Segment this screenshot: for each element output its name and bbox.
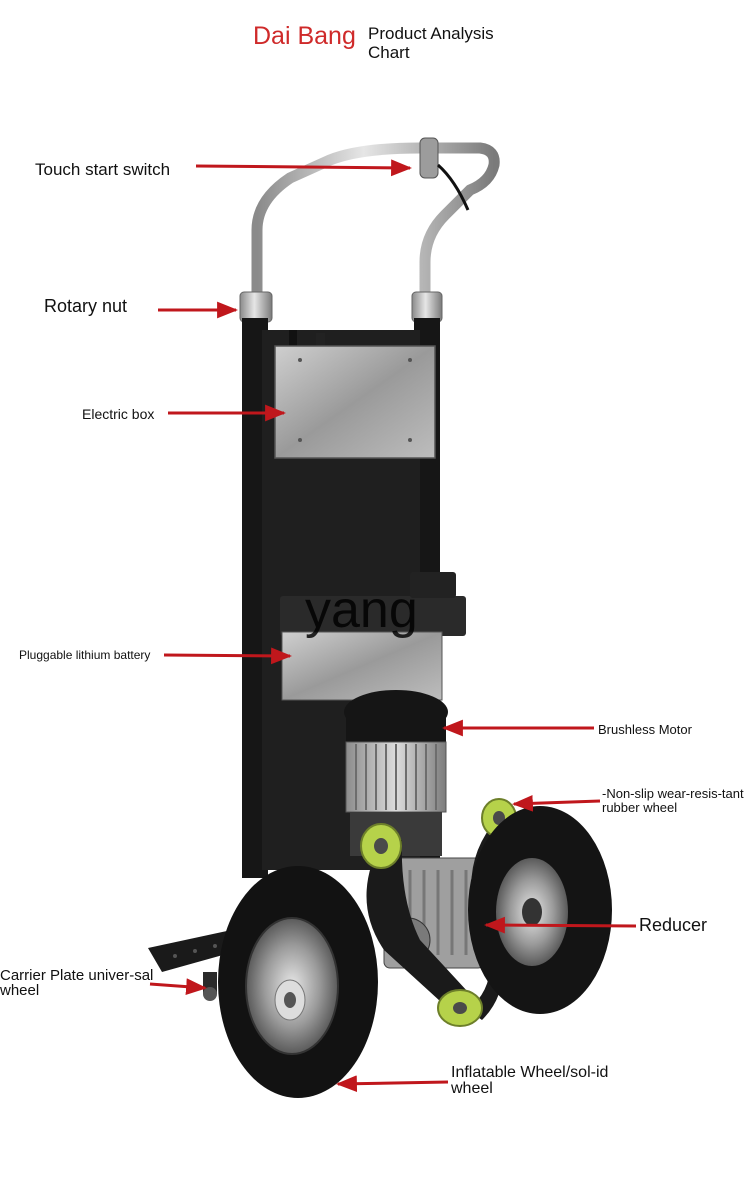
label-electric-box: Electric box [82,406,155,422]
electric-box [274,330,436,459]
callout-arrows [149,159,637,1093]
arrow-reducer [483,916,637,934]
front-wheel [218,866,378,1098]
rotary-nut-right [411,291,443,323]
label-reducer: Reducer [639,915,708,935]
label-touch-start-switch: Touch start switch [35,160,171,179]
arrow-battery [163,647,293,665]
arrow-carrier-plate [149,978,208,996]
label-rotary-nut: Rotary nut [44,296,128,316]
label-inflatable-wheel: Inflatable Wheel/sol-id wheel [451,1064,609,1097]
arrow-touch-switch [195,159,413,177]
arrow-rubber-wheel [511,794,601,812]
battery-pack [280,572,466,701]
watermark-text: yang [305,581,418,639]
handle-bar [251,137,500,306]
label-carrier-plate: Carrier Plate univer-sal wheel [0,967,154,999]
brushless-motor [344,690,448,856]
label-lithium-battery: Pluggable lithium battery [19,648,151,662]
rotary-nut-left [239,291,273,323]
rear-wheel [468,806,612,1014]
label-rubber-wheel: -Non-slip wear-resis-tant rubber wheel [602,786,744,815]
chart-subtitle: Product Analysis Chart [368,24,494,62]
brand-name: Dai Bang [253,22,356,50]
label-brushless-motor: Brushless Motor [598,722,692,737]
arrow-inflatable-wheel [335,1075,449,1093]
